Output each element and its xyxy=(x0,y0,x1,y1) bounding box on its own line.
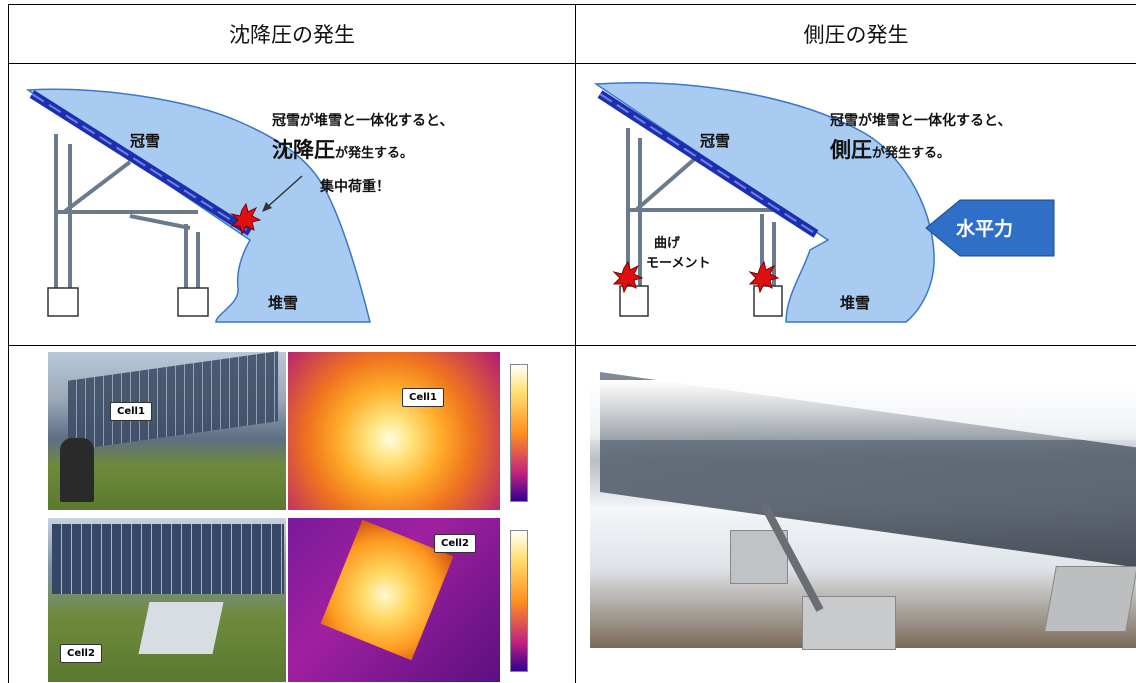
settlement-diagram-svg xyxy=(25,88,371,323)
comparison-table: 沈降圧の発生 側圧の発生 xyxy=(8,4,1136,683)
callout-cell2: Cell2 xyxy=(60,644,102,663)
arrow-head-icon xyxy=(262,202,272,212)
load-arrow xyxy=(263,175,303,211)
callout-cell2-thermal: Cell2 xyxy=(434,534,476,553)
solar-panel-cells xyxy=(31,93,251,233)
moment-burst-icon xyxy=(748,260,780,294)
person-silhouette xyxy=(60,438,94,502)
color-scale-bar xyxy=(510,364,528,502)
color-scale-bar xyxy=(510,530,528,672)
photo-array-field-top xyxy=(48,351,286,510)
snow-scene xyxy=(590,372,1136,650)
label-horizontal-force: 水平力 xyxy=(956,218,1014,240)
header-lateral-pressure: 側圧の発生 xyxy=(803,23,909,47)
horizontal-force-arrow xyxy=(925,199,1055,257)
note-emphasis: 沈降圧 xyxy=(272,138,335,162)
label-snow-cover: 冠雪 xyxy=(700,132,731,150)
row-divider xyxy=(9,345,1136,346)
note-suffix: が発生する。 xyxy=(872,146,951,161)
note-emphasis: 側圧 xyxy=(830,138,872,162)
label-snow-pile: 堆雪 xyxy=(840,294,871,312)
note-line1: 冠雪が堆雪と一体化すると、 xyxy=(272,113,454,129)
snow-cover xyxy=(590,380,1136,440)
panel-rows xyxy=(68,351,278,451)
load-burst-icon xyxy=(230,202,262,236)
foundation-block xyxy=(47,287,79,317)
callout-cell1-thermal: Cell1 xyxy=(402,388,444,407)
row-divider xyxy=(9,63,1136,64)
moment-burst-icon xyxy=(612,260,644,294)
diagram-lateral-pressure: 冠雪 堆雪 冠雪が堆雪と一体化すると、 側圧が発生する。 曲げ モーメント 水平… xyxy=(576,64,1136,345)
label-snow-cover: 冠雪 xyxy=(130,132,161,150)
label-snow-pile: 堆雪 xyxy=(268,294,299,312)
note-line1: 冠雪が堆雪と一体化すると、 xyxy=(830,113,1012,129)
photos-thermal-comparison: Cell1 Cell1 Cell2 Cell2 xyxy=(10,346,575,683)
note-line2: 側圧が発生する。 xyxy=(830,134,950,164)
snow-mass xyxy=(593,82,935,323)
thermal-image-top xyxy=(288,352,500,510)
header-settlement-pressure: 沈降圧の発生 xyxy=(229,23,355,47)
mount-frame xyxy=(54,134,200,290)
diagram-settlement-pressure: 冠雪 堆雪 冠雪が堆雪と一体化すると、 沈降圧が発生する。 集中荷重！ xyxy=(10,64,575,345)
lateral-diagram-svg xyxy=(593,82,1055,323)
column-divider xyxy=(575,5,576,683)
callout-cell1: Cell1 xyxy=(110,402,152,421)
label-moment-line1: 曲げ xyxy=(654,236,681,251)
photo-collapsed-array xyxy=(576,346,1136,683)
note-line2: 沈降圧が発生する。 xyxy=(272,134,413,164)
foundation-block xyxy=(753,285,783,317)
solar-panel-cells xyxy=(599,93,817,235)
mount-frame xyxy=(626,128,776,286)
note-suffix: が発生する。 xyxy=(335,146,414,161)
foundation-block xyxy=(177,287,209,317)
label-moment-line2: モーメント xyxy=(646,256,711,271)
concrete-foundation xyxy=(1044,566,1136,632)
label-concentrated-load: 集中荷重！ xyxy=(320,179,390,195)
panel-rows xyxy=(52,524,284,594)
damaged-panel xyxy=(138,602,224,654)
